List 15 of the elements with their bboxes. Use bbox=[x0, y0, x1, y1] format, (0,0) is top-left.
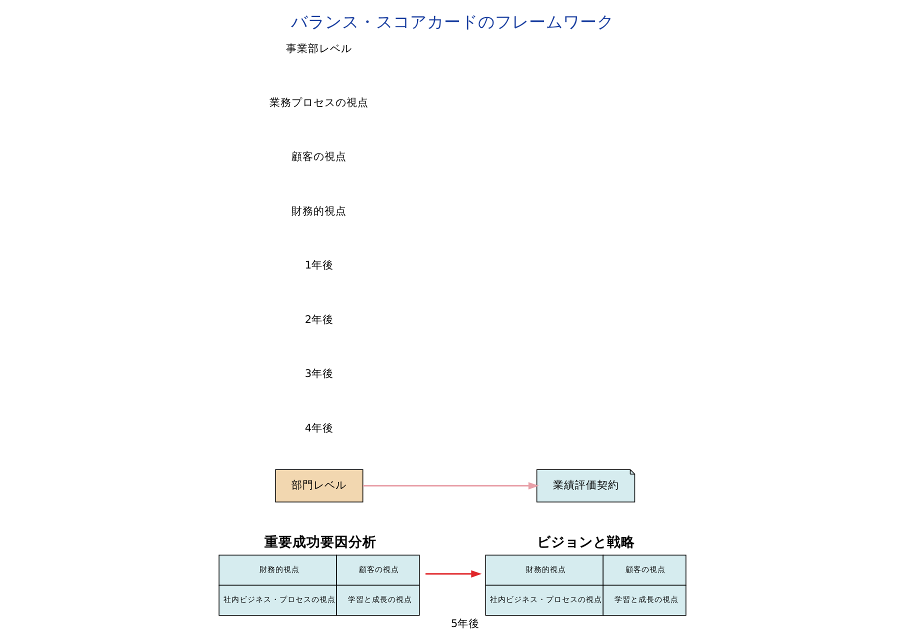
label: 3年後 bbox=[304, 368, 334, 380]
label: 4年後 bbox=[304, 422, 334, 434]
label: 顧客の視点 bbox=[292, 151, 347, 164]
label: 業務プロセスの視点 bbox=[270, 97, 369, 110]
label: 2年後 bbox=[304, 314, 334, 326]
node-label: 5年後 bbox=[450, 618, 480, 630]
node-box: 部門レベル bbox=[275, 469, 364, 502]
diagram-title: バランス・スコアカードのフレームワーク bbox=[291, 12, 614, 32]
label: 財務的視点 bbox=[292, 205, 347, 218]
arrow bbox=[425, 570, 482, 578]
label: 1年後 bbox=[304, 260, 334, 272]
node-label: 重要成功要因分析 bbox=[264, 534, 377, 550]
node-label: ビジョンと戦略 bbox=[536, 534, 635, 550]
label: 事業部レベル bbox=[286, 42, 352, 55]
arrow bbox=[363, 482, 539, 490]
